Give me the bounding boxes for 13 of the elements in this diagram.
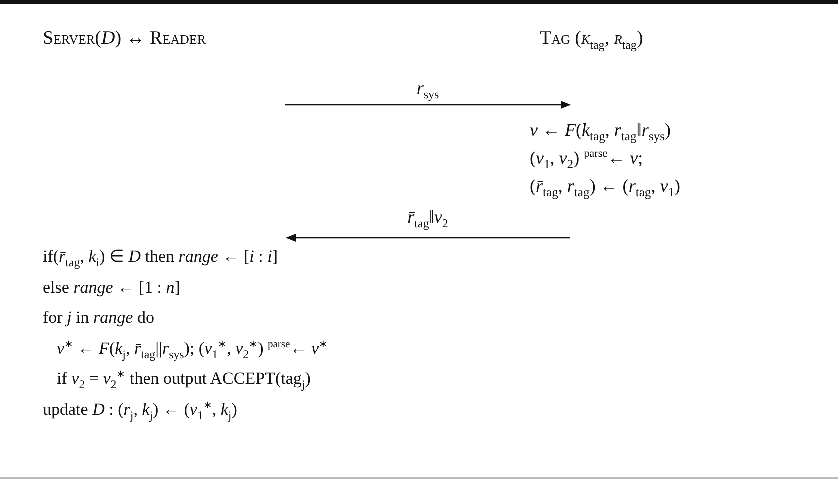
arrow <box>286 234 570 242</box>
pseudocode-line: update D : (r$_{j}$, k$_{j}$) ← (v$_{1}$$^{∗}$, k$_{j}$) <box>43 398 238 424</box>
formula-line: (v$_{1}$, v$_{2}$) $^{parse}$← v; <box>530 147 644 172</box>
pseudocode-line: if(r̄$_{tag}$, k$_{i}$) ∈ D then range ← [i : i] <box>43 246 280 272</box>
party-heading: Server(D) ↔ Reader <box>43 28 206 50</box>
pseudocode-line: v$^{∗}$ ← F(k$_{j}$, r̄$_{tag}$||r$_{sys}$); (v$_{1}$$^{∗}$, v$_{2}$$^{∗}$) $^{parse}$← v$^{∗}$ <box>56 338 330 364</box>
arrow <box>285 101 571 109</box>
pseudocode-line: for j in range do <box>43 307 156 329</box>
formula-line: v ← F(k$_{tag}$, r$_{tag}$‖r$_{sys}$) <box>530 119 672 144</box>
pseudocode-line: if v$_{2}$ = v$_{2}$$^{∗}$ then output ACCEPT(tag$_{j}$) <box>56 368 312 394</box>
party-heading: Tag (k$_{tag}$, r$_{tag}$) <box>540 28 644 50</box>
formula-line: (r̄$_{tag}$, r$_{tag}$) ← (r$_{tag}$, v$_{1}$) <box>530 175 682 200</box>
pseudocode-line: else range ← [1 : n] <box>43 276 182 299</box>
